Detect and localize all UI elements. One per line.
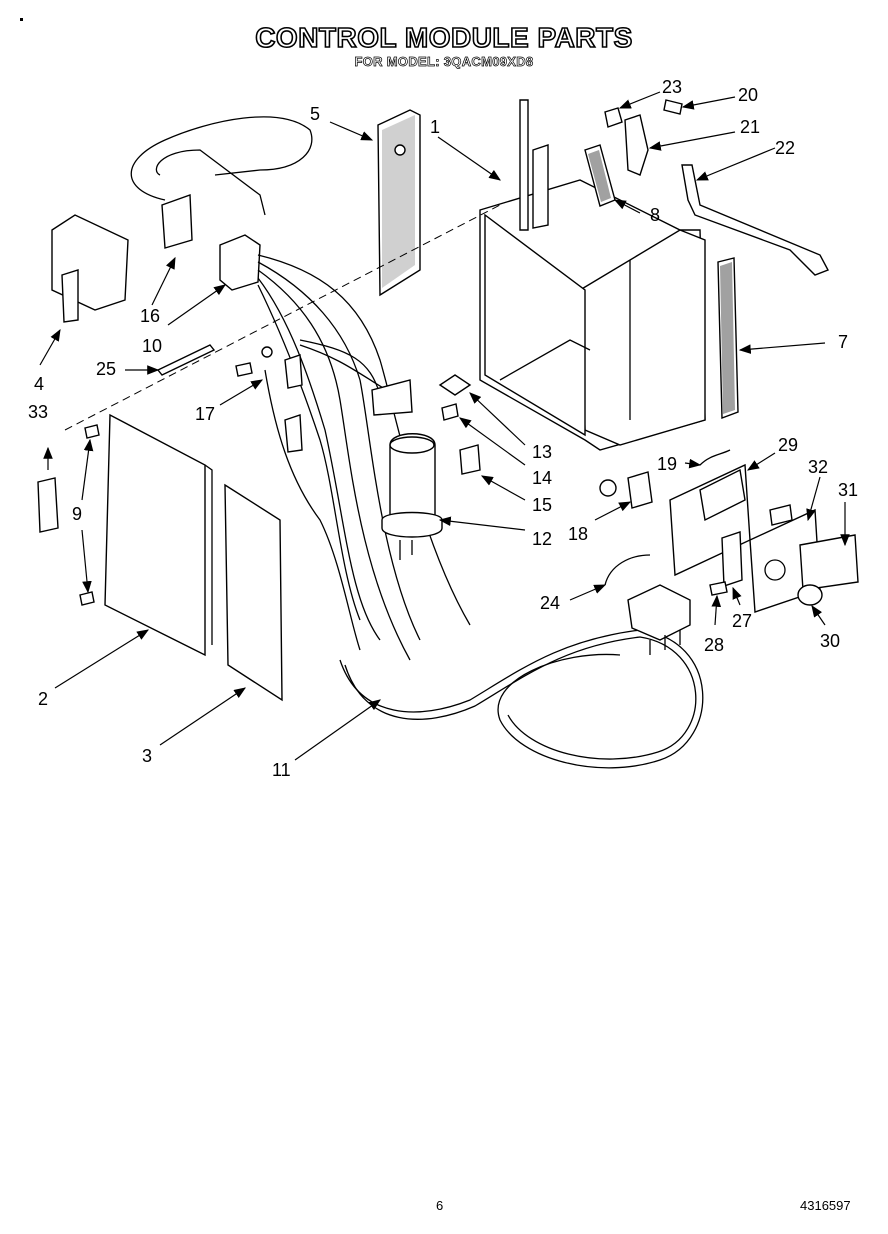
callout-9: 9 [72,504,82,524]
callout-28: 28 [704,635,724,655]
strip-25 [156,344,216,376]
callout-19: 19 [657,454,677,474]
wire-19 [699,449,731,466]
callout-21: 21 [740,117,760,137]
screw-20 [663,99,683,115]
block-15 [459,444,481,475]
callout-4: 4 [34,374,44,394]
insulation-panel-3 [224,483,283,702]
callout-7: 7 [838,332,848,352]
callout-27: 27 [732,611,752,631]
thermistor-strip [717,257,739,420]
power-cord-11 [339,584,704,769]
callout-2: 2 [38,689,48,709]
callout-24: 24 [540,593,560,613]
bracket-4 [51,214,129,323]
corner-mark [20,18,23,21]
screw-28 [709,581,728,596]
document-number: 4316597 [800,1198,851,1213]
callout-25: 25 [96,359,116,379]
tube-24 [604,554,651,586]
page-subtitle: FOR MODEL: 3QACM09XD8 [354,54,534,70]
switch-27 [721,531,743,587]
callout-12: 12 [532,529,552,549]
callout-3: 3 [142,746,152,766]
callout-17: 17 [195,404,215,424]
callout-11: 11 [272,760,291,780]
screw-9-top [84,424,100,439]
clip-23 [604,107,623,128]
screw-17 [235,362,253,377]
callout-16: 16 [140,306,160,326]
callout-5: 5 [310,104,320,124]
callout-31: 31 [838,480,858,500]
capacitor-12 [381,433,443,560]
callout-20: 20 [738,85,758,105]
callout-22: 22 [775,138,795,158]
clip-13 [438,374,472,396]
connector-16 [161,194,193,249]
page-title: CONTROL MODULE PARTS [254,21,633,54]
knob-30 [797,584,823,606]
callout-13: 13 [532,442,552,462]
rail-22 [681,164,829,276]
leader-lines [39,91,850,761]
callout-10: 10 [142,336,162,356]
terminal-block-10 [219,234,261,291]
callout-8: 8 [650,205,660,225]
bracket-21 [624,114,649,176]
callout-23: 23 [662,77,682,97]
page-number: 6 [436,1198,444,1213]
callout-32: 32 [808,457,828,477]
wire-connector-b [284,414,303,453]
control-box-housing [479,99,706,451]
switch-18 [627,471,653,509]
control-board [377,109,421,297]
bushing-33 [37,477,59,533]
callout-33: 33 [28,402,48,422]
callout-29: 29 [778,435,798,455]
callout-1: 1 [430,117,440,137]
wire-connector-c [371,379,413,416]
callout-15: 15 [532,495,552,515]
wire-connector-a [284,354,303,389]
wire-harness [257,254,471,661]
callout-14: 14 [532,468,552,488]
switch-31 [799,534,859,591]
screw-14 [441,403,459,421]
callout-labels: 1 2 3 4 5 7 8 9 10 11 12 13 14 15 16 17 … [28,77,858,780]
cover-panel-2 [104,413,213,657]
callout-30: 30 [820,631,840,651]
screw-9-bottom [79,591,95,606]
callout-18: 18 [568,524,588,544]
